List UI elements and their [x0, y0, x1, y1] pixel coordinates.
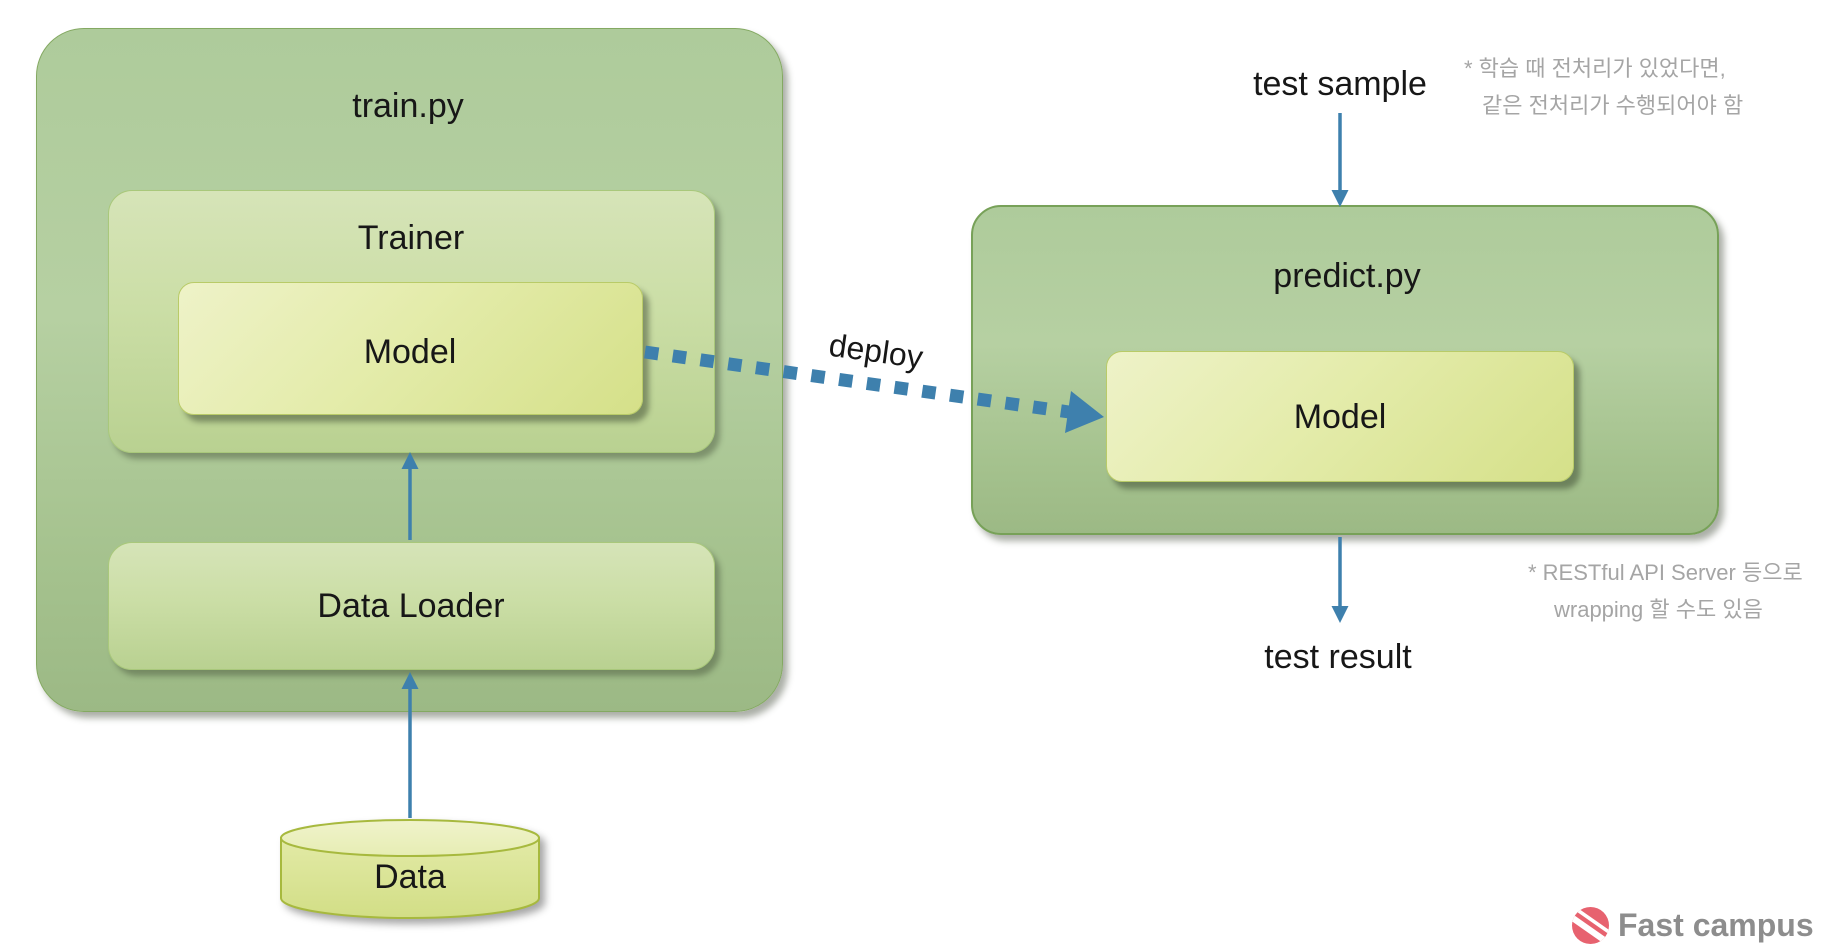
- trainer-title: Trainer: [357, 219, 465, 257]
- preprocessing-note-line2: 같은 전처리가 수행되어야 함: [1482, 93, 1744, 118]
- preprocessing-note: * 학습 때 전처리가 있었다면, 같은 전처리가 수행되어야 함: [1464, 50, 1743, 124]
- fastcampus-logo: Fast campus: [1572, 905, 1814, 945]
- predict-py-title: predict.py: [1273, 257, 1421, 295]
- wrapping-note-line2: wrapping 할 수도 있음: [1554, 597, 1763, 622]
- data-loader-box: [108, 542, 715, 670]
- train-model-box: [178, 282, 643, 415]
- deploy-arrow-label: deploy: [826, 326, 926, 376]
- test-result-label: test result: [1264, 638, 1412, 676]
- wrapping-note-line1: * RESTful API Server 등으로: [1528, 560, 1803, 585]
- train-py-title: train.py: [352, 87, 464, 125]
- fastcampus-logo-text: Fast campus: [1618, 906, 1814, 943]
- predict-model-box: [1106, 351, 1574, 482]
- arrow-testsample-to-predict: [1331, 113, 1349, 207]
- fastcampus-circle-slash-icon: [1572, 906, 1609, 944]
- test-sample-label: test sample: [1253, 65, 1427, 103]
- train-model-label: Model: [363, 333, 457, 371]
- predict-model-label: Model: [1293, 398, 1387, 436]
- arrow-predict-to-testresult: [1331, 537, 1349, 623]
- preprocessing-note-line1: * 학습 때 전처리가 있었다면,: [1464, 56, 1726, 81]
- data-cylinder-label: Data: [374, 858, 446, 896]
- wrapping-note: * RESTful API Server 등으로 wrapping 할 수도 있…: [1528, 554, 1803, 628]
- data-loader-label: Data Loader: [317, 587, 505, 625]
